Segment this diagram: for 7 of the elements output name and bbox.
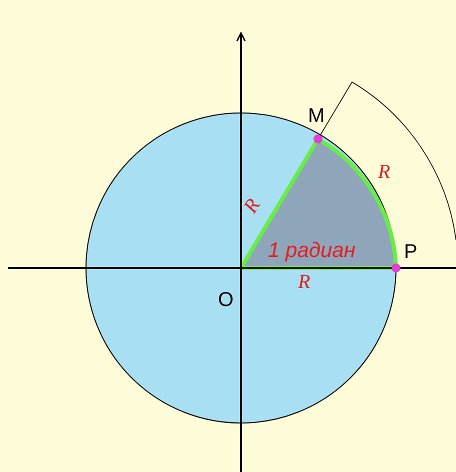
- angle-label: 1 радиан: [268, 240, 356, 261]
- point-label: P: [404, 242, 418, 262]
- radius-label: R: [378, 162, 390, 182]
- radius-label: R: [240, 196, 264, 216]
- point-label: M: [308, 106, 325, 126]
- origin-label: O: [218, 290, 234, 310]
- radius-label: R: [298, 272, 310, 292]
